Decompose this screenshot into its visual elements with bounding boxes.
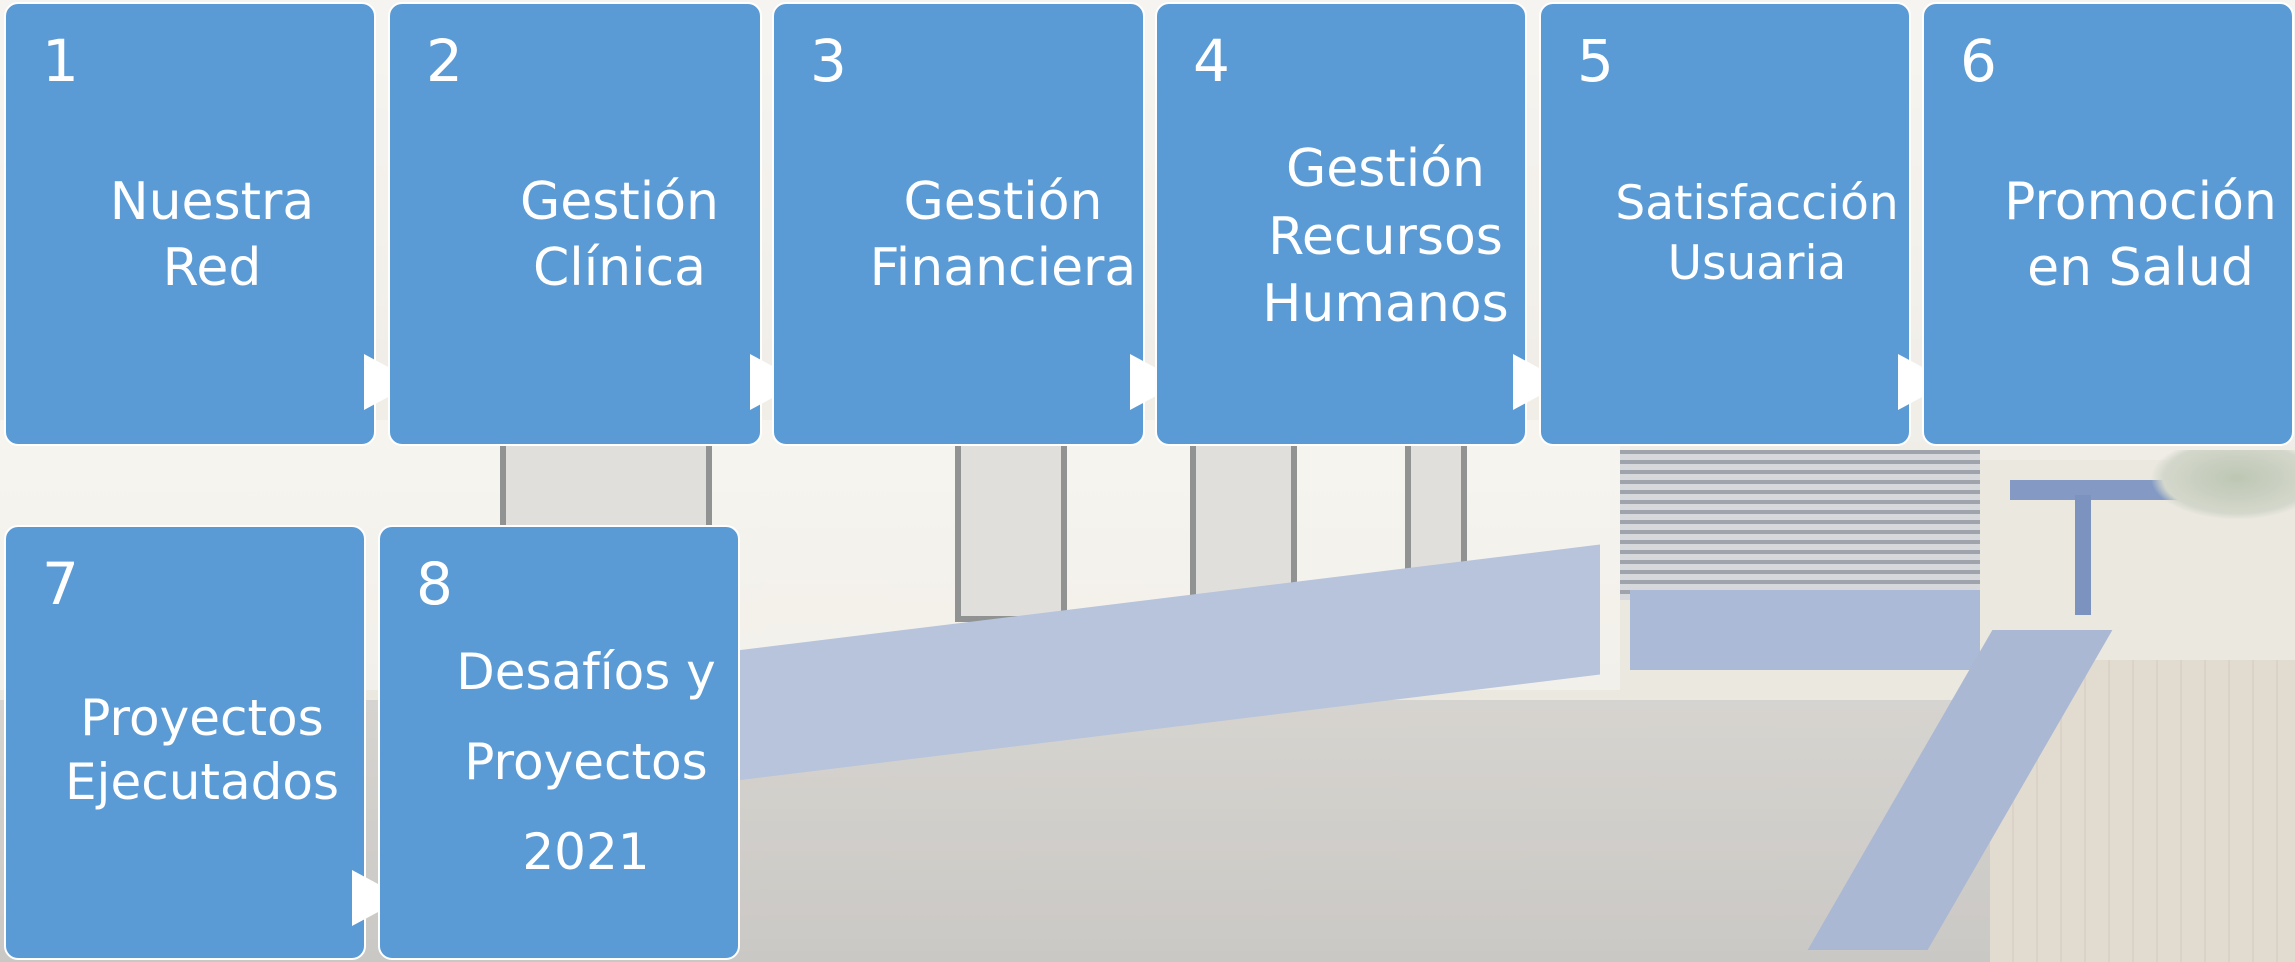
step-number: 7 <box>42 550 79 618</box>
step-box-7[interactable]: 7 Proyectos Ejecutados <box>4 525 366 960</box>
building-blue-wall <box>1630 590 1980 670</box>
step-number: 6 <box>1960 27 1997 95</box>
step-number: 4 <box>1193 27 1230 95</box>
step-box-8[interactable]: 8 Desafíos y Proyectos 2021 <box>378 525 740 960</box>
step-label: Satisfacción Usuaria <box>1615 176 1899 291</box>
step-box-6[interactable]: 6 Promoción en Salud <box>1922 2 2294 446</box>
step-box-4[interactable]: 4 Gestión Recursos Humanos <box>1155 2 1527 446</box>
step-number: 3 <box>810 27 847 95</box>
step-label: Gestión Financiera <box>869 172 1137 299</box>
entrance-pillar <box>2075 495 2091 615</box>
step-box-1[interactable]: 1 Nuestra Red <box>4 2 376 446</box>
step-number: 1 <box>42 27 79 95</box>
step-label: Nuestra Red <box>109 172 315 299</box>
step-label: Desafíos y Proyectos 2021 <box>456 643 716 881</box>
step-number: 2 <box>426 27 463 95</box>
palm-tree <box>2150 450 2295 520</box>
building-blinds <box>1620 450 1980 600</box>
step-label: Proyectos Ejecutados <box>64 689 340 811</box>
step-label: Gestión Recursos Humanos <box>1262 139 1509 335</box>
step-number: 8 <box>416 550 453 618</box>
step-number: 5 <box>1577 27 1614 95</box>
step-label: Promoción en Salud <box>2004 172 2277 299</box>
step-box-3[interactable]: 3 Gestión Financiera <box>772 2 1145 446</box>
step-box-5[interactable]: 5 Satisfacción Usuaria <box>1539 2 1911 446</box>
step-label: Gestión Clínica <box>520 172 719 299</box>
step-box-2[interactable]: 2 Gestión Clínica <box>388 2 762 446</box>
